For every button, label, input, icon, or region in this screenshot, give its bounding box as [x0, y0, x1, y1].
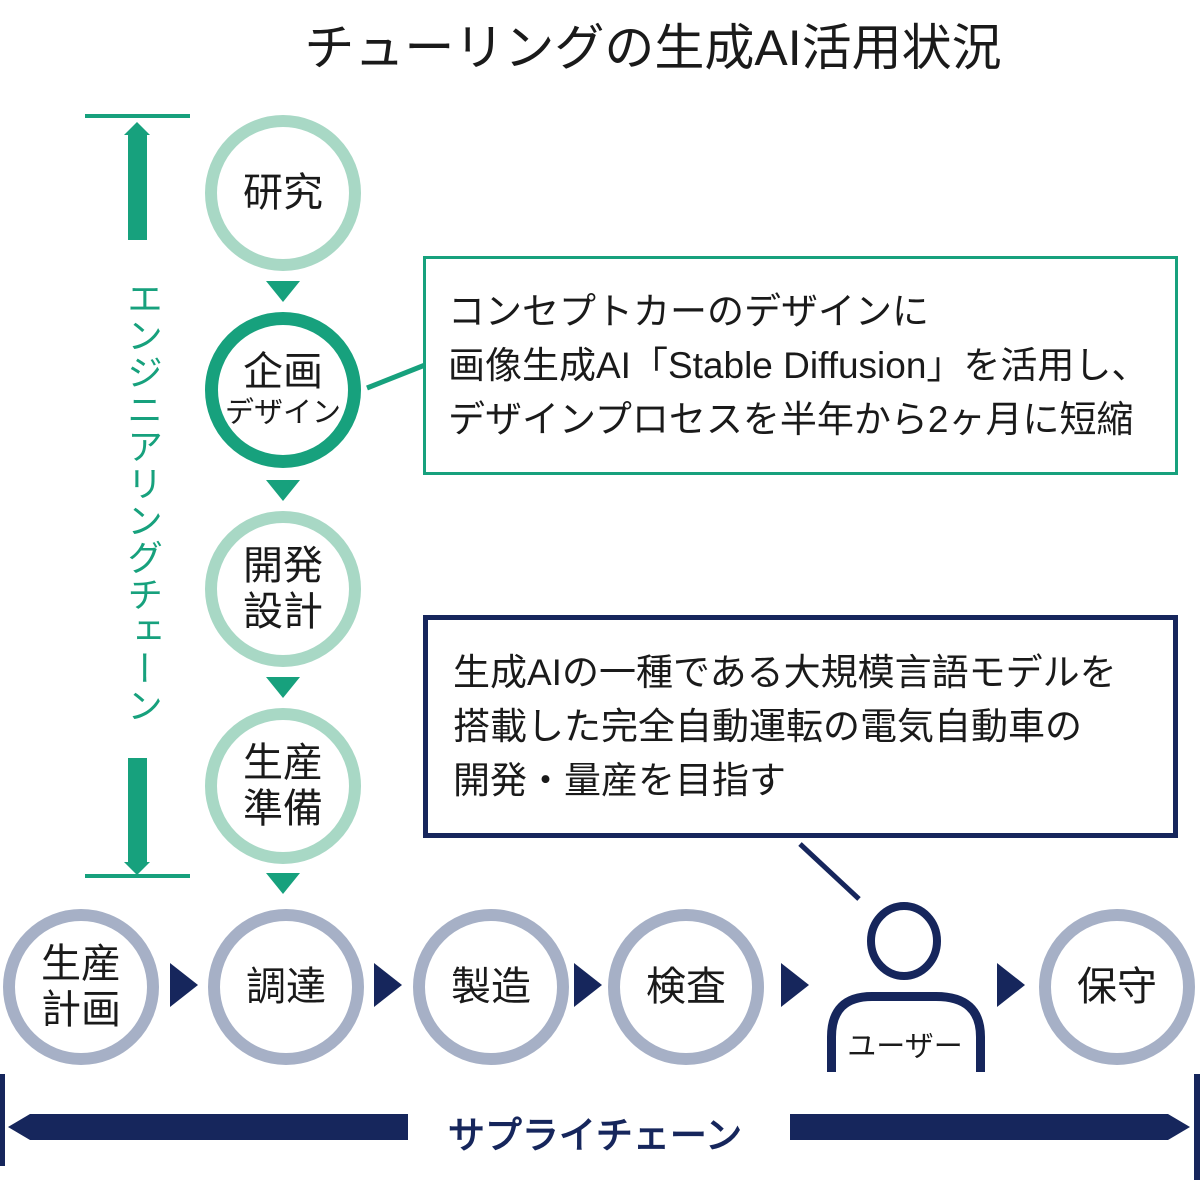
page-title: チューリングの生成AI活用状況 [304, 20, 1002, 76]
step-label: 準備 [243, 787, 323, 831]
step-development-design: 開発 設計 [205, 511, 361, 667]
step-label: 保守 [1077, 965, 1157, 1009]
callout2-connector-line [798, 842, 861, 901]
down-arrow-icon [124, 862, 150, 875]
step-label: 調達 [246, 965, 326, 1009]
callout-line: 搭載した完全自動運転の電気自動車の [453, 705, 1082, 747]
engineering-chain-bottom-cap [85, 874, 190, 878]
callout1-connector-line [366, 362, 426, 391]
step-inspection: 検査 [608, 909, 764, 1065]
callout-line: 生成AIの一種である大規模言語モデルを [453, 651, 1117, 693]
supply-chain-left-arrow-bar [8, 1114, 408, 1140]
flow-right-arrow-icon [997, 963, 1025, 1007]
step-planning-design: 企画 デザイン [205, 312, 361, 468]
flow-down-arrow-icon [266, 677, 300, 698]
step-label: 製造 [451, 965, 531, 1009]
step-label: 検査 [646, 965, 726, 1009]
up-arrow-icon [124, 122, 150, 135]
callout-stable-diffusion: コンセプトカーのデザインに 画像生成AI「Stable Diffusion」を活… [423, 256, 1178, 475]
step-procurement: 調達 [208, 909, 364, 1065]
flow-down-arrow-icon [266, 480, 300, 501]
supply-chain-left-bracket [0, 1074, 5, 1166]
callout-line: デザインプロセスを半年から2ヶ月に短縮 [448, 398, 1134, 440]
step-label: 開発 [243, 544, 323, 588]
down-arrow-shaft [128, 758, 147, 862]
step-label: 生産 [243, 741, 323, 785]
callout-llm-ev: 生成AIの一種である大規模言語モデルを 搭載した完全自動運転の電気自動車の 開発… [423, 615, 1178, 838]
flow-right-arrow-icon [170, 963, 198, 1007]
step-maintenance: 保守 [1039, 909, 1195, 1065]
step-label: 研究 [243, 171, 323, 215]
callout-line: 画像生成AI「Stable Diffusion」を活用し、 [448, 344, 1149, 386]
callout-line: 開発・量産を目指す [453, 759, 786, 801]
user-label: ユーザー [847, 1031, 963, 1063]
step-label: 企画 [243, 350, 323, 394]
flow-down-arrow-icon [266, 873, 300, 894]
up-arrow-shaft [128, 134, 147, 240]
callout-line: コンセプトカーのデザインに [448, 290, 929, 332]
step-sublabel: デザイン [224, 397, 341, 429]
engineering-chain-top-cap [85, 114, 190, 118]
flow-right-arrow-icon [574, 963, 602, 1007]
step-production-planning: 生産 計画 [3, 909, 159, 1065]
supply-chain-right-bracket [1194, 1074, 1200, 1180]
flow-right-arrow-icon [374, 963, 402, 1007]
step-research: 研究 [205, 115, 361, 271]
flow-right-arrow-icon [781, 963, 809, 1007]
step-production-prep: 生産 準備 [205, 708, 361, 864]
step-label: 設計 [243, 590, 323, 634]
step-label: 生産 [41, 942, 121, 986]
user-head-icon [867, 902, 941, 980]
step-manufacturing: 製造 [413, 909, 569, 1065]
supply-chain-right-arrow-bar [790, 1114, 1190, 1140]
step-label: 計画 [41, 988, 121, 1032]
flow-down-arrow-icon [266, 281, 300, 302]
engineering-chain-label: エンジニアリングチェーン [122, 280, 163, 724]
supply-chain-label: サプライチェーン [447, 1115, 743, 1156]
